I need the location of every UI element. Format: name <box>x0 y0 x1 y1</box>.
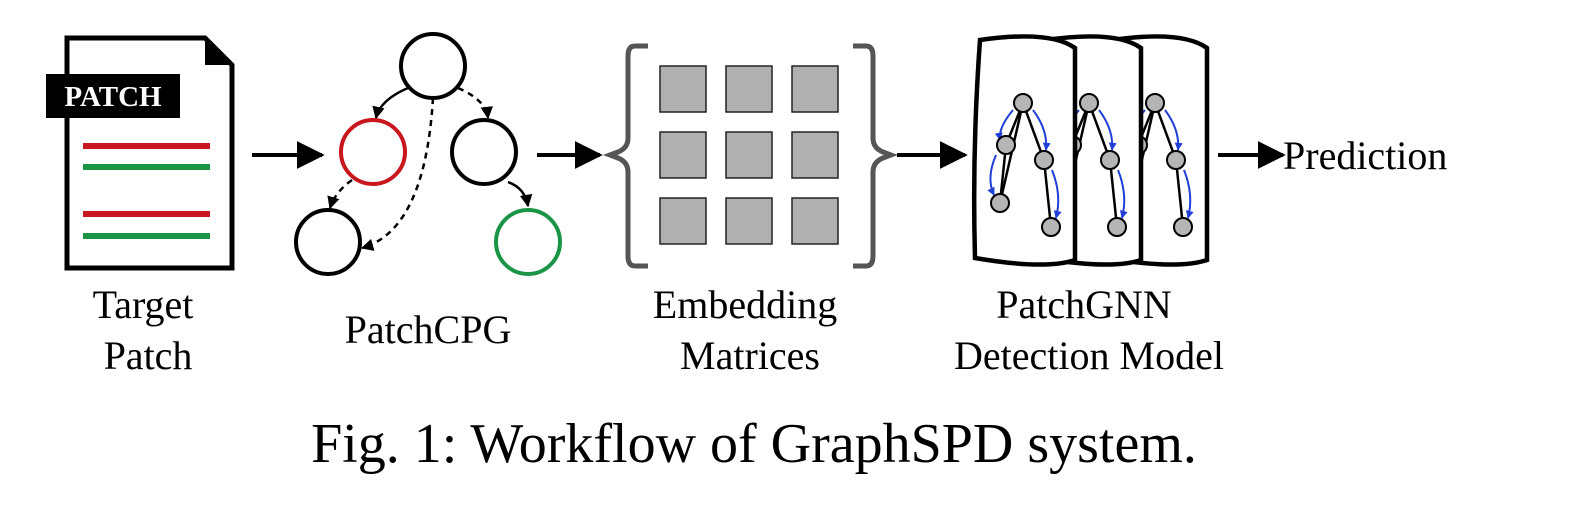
gnn-node <box>996 135 1016 155</box>
left-brace <box>602 43 648 269</box>
cpg-node-deleted <box>339 118 407 186</box>
matrix-cell <box>725 65 773 113</box>
cpg-edge-dashed-3 <box>327 178 353 210</box>
gnn-edge <box>1021 102 1046 161</box>
gnn-message-arrow <box>987 154 997 196</box>
matrix-cell <box>725 131 773 179</box>
right-brace <box>853 43 899 269</box>
gnn-node <box>1079 93 1099 113</box>
gnn-node <box>1041 217 1061 237</box>
matrix-cell <box>791 65 839 113</box>
patch-cpg-graph <box>294 32 562 276</box>
gnn-edge <box>1087 102 1112 161</box>
embedding-label: Embedding Matrices <box>653 282 847 378</box>
patch-document-icon: PATCH <box>46 35 235 271</box>
cpg-edge-solid-2 <box>507 180 533 208</box>
matrix-cell <box>791 131 839 179</box>
figure-caption: Fig. 1: Workflow of GraphSPD system. <box>311 413 1197 475</box>
prediction-label: Prediction <box>1283 133 1447 178</box>
gnn-node <box>1173 217 1193 237</box>
gnn-node <box>1166 150 1186 170</box>
gnn-node <box>1145 93 1165 113</box>
patch-cpg-label: PatchCPG <box>345 307 512 352</box>
matrix-cell <box>791 197 839 245</box>
gnn-message-arrow <box>1051 169 1062 219</box>
gnn-edge <box>1174 159 1185 228</box>
patch-tag-label: PATCH <box>64 81 162 113</box>
matrix-cell <box>659 197 707 245</box>
cpg-edge-dashed-1 <box>457 86 493 120</box>
embedding-matrices <box>602 43 899 269</box>
cpg-node-context <box>450 118 518 186</box>
gnn-node <box>1100 150 1120 170</box>
gnn-node <box>1107 217 1127 237</box>
gnn-node <box>990 193 1010 213</box>
cpg-node-leaf <box>294 208 362 276</box>
cpg-edge-solid-1 <box>372 86 409 120</box>
gnn-edge <box>1108 159 1119 228</box>
target-patch-label: Target Patch <box>93 282 204 378</box>
gnn-message-arrow <box>1183 169 1194 219</box>
gnn-message-arrow <box>1117 169 1128 219</box>
gnn-edge <box>1153 102 1178 161</box>
gnn-edge <box>1042 159 1053 228</box>
cpg-node-added <box>494 208 562 276</box>
matrix-cell <box>659 131 707 179</box>
patchgnn-model <box>971 34 1210 267</box>
gnn-message-arrow <box>1032 109 1051 151</box>
gnn-message-arrow <box>1164 109 1183 151</box>
matrix-cell <box>659 65 707 113</box>
gnn-card <box>971 34 1078 267</box>
matrix-cell <box>725 197 773 245</box>
patchgnn-label: PatchGNN Detection Model <box>954 282 1224 378</box>
gnn-message-arrow <box>1098 109 1117 151</box>
gnn-node <box>1034 150 1054 170</box>
gnn-node <box>1013 93 1033 113</box>
cpg-node-root <box>399 32 467 100</box>
